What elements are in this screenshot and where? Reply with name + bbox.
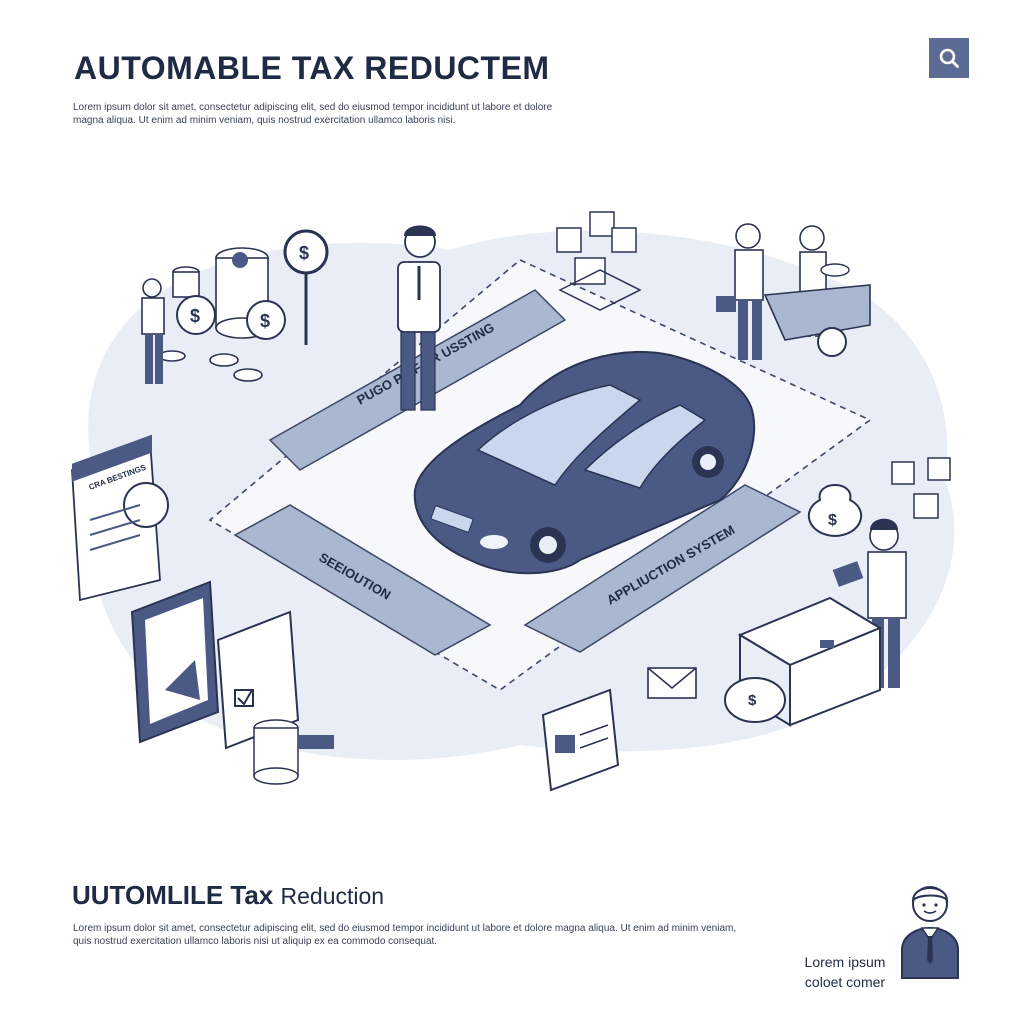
header-description: Lorem ipsum dolor sit amet, consectetur … bbox=[73, 102, 553, 126]
car bbox=[413, 351, 756, 575]
document-left: CRA BESTINGS bbox=[71, 434, 169, 602]
machine: $ bbox=[724, 596, 883, 727]
person-left bbox=[141, 278, 165, 384]
header-title: AUTOMABLE TAX REDUCTEM bbox=[74, 50, 550, 86]
person-caption-line2: coloet comer bbox=[804, 974, 886, 990]
svg-text:$: $ bbox=[748, 692, 757, 709]
footer-title-light: Reduction bbox=[280, 883, 385, 909]
person-caption-line1: Lorem ipsum bbox=[804, 954, 886, 970]
man-center bbox=[397, 225, 441, 411]
calendar-document bbox=[541, 688, 620, 792]
search-button[interactable] bbox=[929, 38, 969, 78]
dollar-sign-post: $ bbox=[283, 229, 329, 345]
footer-description: Lorem ipsum dolor sit amet, consectetur … bbox=[73, 923, 737, 947]
tablet-and-checklist bbox=[130, 580, 334, 785]
cubes-top bbox=[556, 211, 642, 311]
svg-text:$: $ bbox=[190, 306, 200, 326]
footer-title: UUTOMLILE Tax Reduction bbox=[72, 880, 384, 911]
person-caption: Lorem ipsum coloet comer bbox=[790, 952, 900, 992]
svg-text:$: $ bbox=[299, 243, 309, 263]
money-bag: $ bbox=[808, 484, 862, 538]
cubes-right bbox=[891, 457, 951, 519]
isometric-illustration: PUGO P... F AR USSTING SEEIOUTION APPLIU… bbox=[71, 211, 955, 792]
coin-stacks: $ $ bbox=[158, 247, 286, 382]
footer-title-strong: UUTOMLILE Tax bbox=[72, 880, 274, 910]
people-with-cart bbox=[716, 223, 871, 360]
search-icon bbox=[939, 48, 959, 68]
envelope bbox=[647, 667, 697, 699]
svg-text:$: $ bbox=[828, 512, 837, 529]
person-avatar bbox=[901, 886, 959, 979]
svg-text:$: $ bbox=[260, 311, 270, 331]
